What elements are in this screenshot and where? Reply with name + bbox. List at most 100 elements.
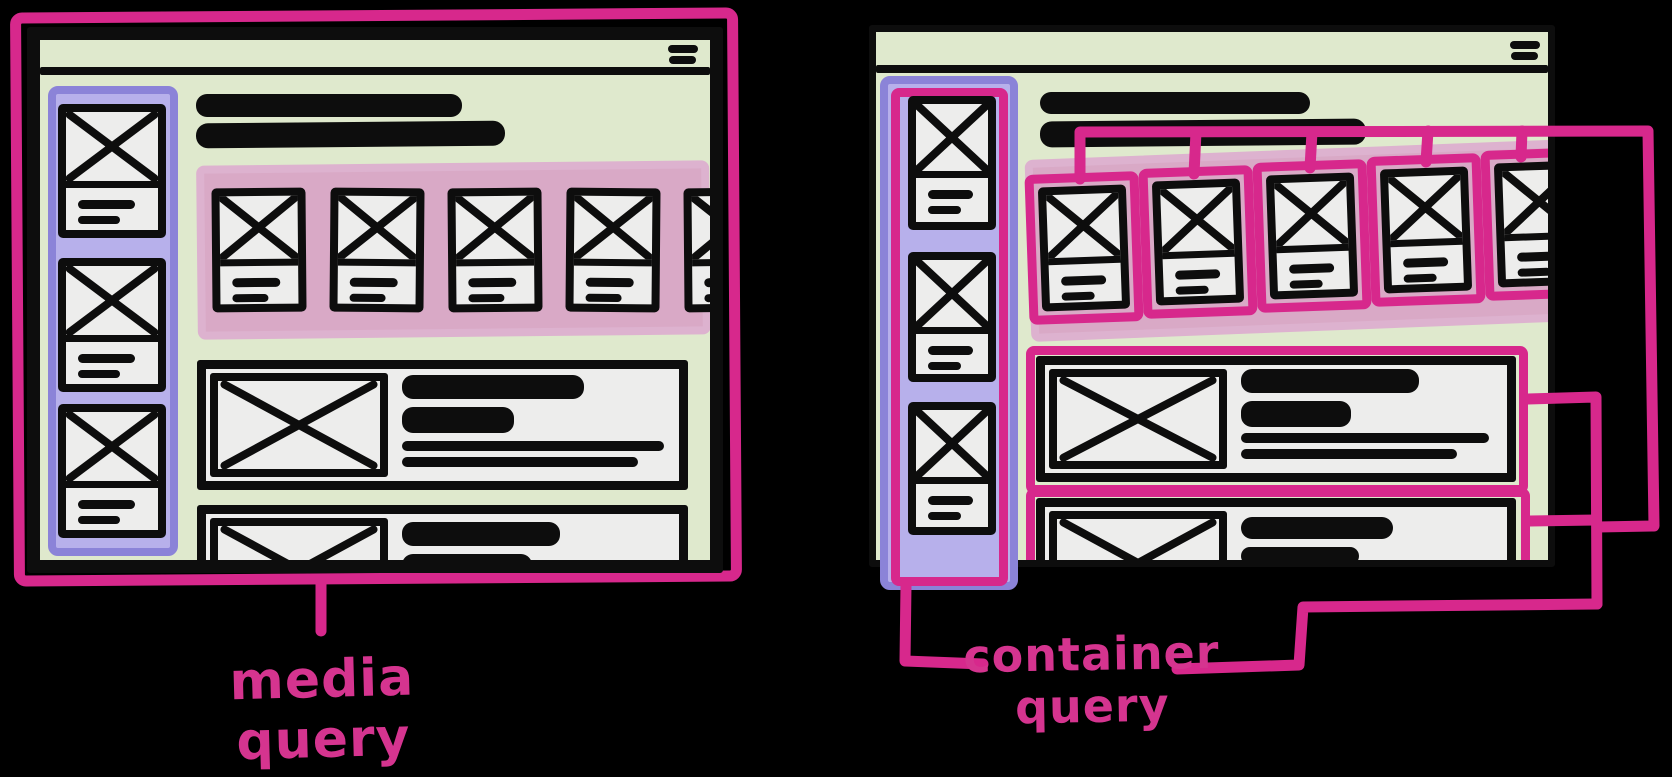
list-item-text-line <box>1241 547 1359 560</box>
list-item-text-line <box>402 441 664 451</box>
card-image-area <box>691 195 710 267</box>
image-placeholder-icon <box>218 381 380 469</box>
menu-icon-bar <box>669 56 696 64</box>
image-placeholder-icon <box>66 112 158 181</box>
card-text-line <box>1516 251 1548 262</box>
card-image-area <box>1046 192 1121 266</box>
card-image-area <box>455 195 535 267</box>
image-placeholder-icon <box>220 196 299 260</box>
list-item-text-line <box>402 407 514 433</box>
card-image-area <box>1274 180 1349 254</box>
image-placeholder-icon <box>916 260 988 327</box>
container-label-connector-right <box>1171 598 1603 675</box>
image-placeholder-icon <box>1057 519 1219 560</box>
card-text-line <box>232 293 269 303</box>
sidebar-card <box>58 104 166 238</box>
card-text-line <box>349 277 398 288</box>
card-image-area <box>916 104 988 178</box>
card-text-line <box>928 512 961 520</box>
card-text-line <box>704 277 710 288</box>
sidebar-card <box>58 258 166 392</box>
menu-icon <box>668 45 700 67</box>
container-query-label-line1: container <box>962 624 1220 684</box>
sidebar-card <box>58 404 166 538</box>
card-text-line <box>585 277 634 288</box>
card-text-line <box>349 293 386 303</box>
heading-bar <box>196 94 462 117</box>
menu-icon-bar <box>1510 41 1540 49</box>
media-query-label: media query <box>228 647 415 773</box>
card-text-line <box>1061 291 1095 301</box>
card-text-line <box>1403 273 1437 283</box>
card-image-area <box>1502 168 1548 242</box>
image-placeholder-icon <box>1046 193 1120 258</box>
sidebar-card <box>908 252 996 382</box>
list-item-text-line <box>1241 449 1457 459</box>
toolbar-divider <box>40 67 710 75</box>
image-placeholder-icon <box>1502 169 1548 234</box>
card-text-line <box>468 293 505 303</box>
card-text-line <box>468 277 517 288</box>
card-text-line <box>928 206 961 214</box>
card-image-area <box>573 195 653 267</box>
card-image-area <box>337 195 417 267</box>
row-card <box>447 187 543 313</box>
heading-bar <box>195 120 506 149</box>
card-text-line <box>1289 279 1323 289</box>
image-placeholder-icon <box>574 196 653 260</box>
card-image-area <box>66 112 158 188</box>
row-card <box>1151 178 1245 306</box>
card-text-line <box>78 216 120 224</box>
row-card <box>1493 160 1548 288</box>
card-text-line <box>78 200 135 209</box>
container-query-label: container query <box>961 624 1223 751</box>
row-card <box>211 187 307 313</box>
row-card <box>683 187 710 313</box>
image-placeholder-icon <box>338 196 417 260</box>
card-text-line <box>78 354 135 363</box>
list-item-text-line <box>402 522 560 546</box>
list-item-image <box>210 373 388 477</box>
card-text-line <box>928 346 973 355</box>
card-text-line <box>78 500 135 509</box>
sidebar-card <box>908 402 996 535</box>
list-item <box>1036 356 1516 482</box>
image-placeholder-icon <box>1160 187 1234 252</box>
card-text-line <box>1402 257 1449 268</box>
card-text-line <box>928 190 973 199</box>
card-text-line <box>78 370 120 378</box>
container-query-label-line2: query <box>1014 677 1171 735</box>
browser-window-left-content <box>40 40 710 560</box>
list-item-text-line <box>1241 401 1351 427</box>
card-image-area <box>916 260 988 334</box>
list-item <box>197 505 688 560</box>
image-placeholder-icon <box>1388 175 1462 240</box>
card-text-line <box>928 362 961 370</box>
row-card <box>1037 184 1131 312</box>
menu-icon <box>1510 41 1542 63</box>
image-placeholder-icon <box>218 526 380 560</box>
heading-bar <box>1039 118 1367 148</box>
card-text-line <box>928 496 973 505</box>
sidebar-card <box>908 96 996 230</box>
card-text-line <box>232 277 281 288</box>
card-text-line <box>1288 263 1335 274</box>
image-placeholder-icon <box>1274 181 1348 246</box>
image-placeholder-icon <box>456 196 535 260</box>
heading-bar <box>1040 92 1310 114</box>
list-item <box>1036 498 1516 560</box>
list-item-text-line <box>402 375 584 399</box>
list-item-text-line <box>1241 433 1489 443</box>
card-text-line <box>1175 285 1209 295</box>
image-placeholder-icon <box>1057 377 1219 461</box>
list-item-text-line <box>402 554 532 560</box>
menu-icon-bar <box>1511 52 1538 60</box>
image-placeholder-icon <box>66 266 158 335</box>
menu-icon-bar <box>668 45 698 53</box>
row-card <box>1265 172 1359 300</box>
row-card <box>565 187 661 313</box>
list-item-image <box>1049 369 1227 469</box>
card-image-area <box>66 266 158 342</box>
card-image-area <box>219 195 299 267</box>
